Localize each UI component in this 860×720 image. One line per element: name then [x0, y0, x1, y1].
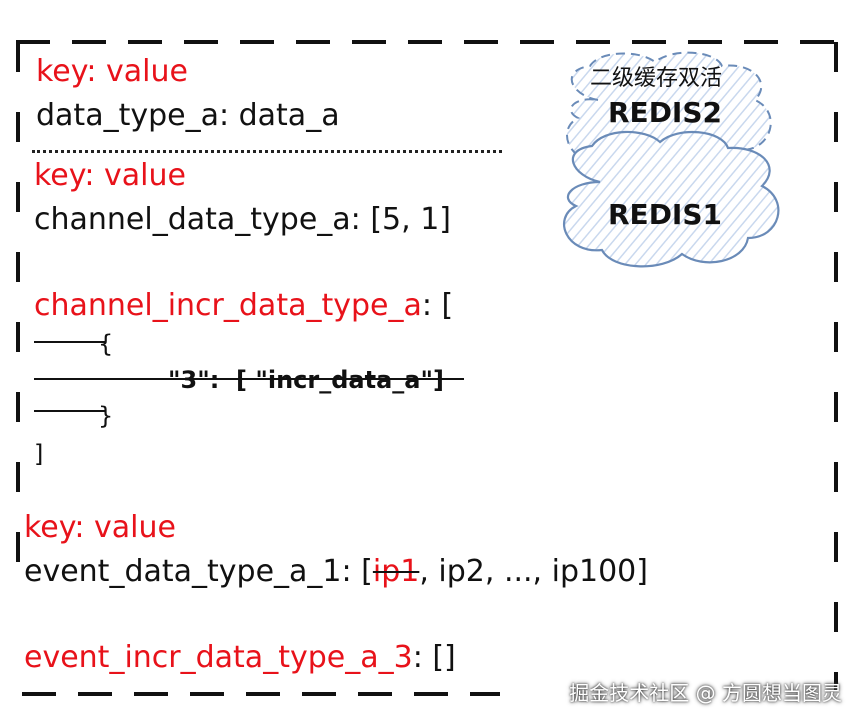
- block4-header: key: value: [24, 510, 176, 545]
- block1-header: key: value: [36, 54, 188, 89]
- dotted-separator: [32, 150, 502, 153]
- block3-close-brace: }: [98, 402, 114, 430]
- block3-key: channel_incr_data_type_a: [34, 288, 422, 323]
- cloud-redis1: [563, 130, 780, 268]
- indent-stroke-1: [34, 341, 106, 343]
- block2-header: key: value: [34, 158, 186, 193]
- cloud-caption: 二级缓存双活: [590, 66, 723, 91]
- block5-suffix: : []: [412, 640, 456, 675]
- block3-close-bracket: ]: [34, 440, 44, 468]
- block3-line: channel_incr_data_type_a: [: [34, 288, 453, 323]
- block4-struck-item: ip1: [372, 554, 420, 589]
- block1-entry: data_type_a: data_a: [36, 98, 340, 133]
- watermark: 掘金技术社区 @ 方圆想当图灵: [569, 681, 842, 705]
- block3-inner-key: "3":: [168, 366, 220, 394]
- block3-open-brace: {: [98, 330, 114, 358]
- indent-stroke-3: [34, 410, 106, 412]
- block4-entry-prefix: event_data_type_a_1: [: [24, 554, 373, 589]
- cloud-label-redis2: REDIS2: [608, 96, 722, 129]
- block3-inner: "3": [ "incr_data_a"]: [168, 366, 444, 394]
- cloud-label-redis1: REDIS1: [608, 198, 722, 231]
- block4-entry: event_data_type_a_1: [ip1, ip2, ..., ip1…: [24, 554, 648, 589]
- indent-stroke-2: [34, 378, 464, 380]
- block5-key: event_incr_data_type_a_3: [24, 640, 413, 675]
- block2-entry: channel_data_type_a: [5, 1]: [34, 202, 451, 237]
- block4-entry-suffix: , ip2, ..., ip100]: [419, 554, 648, 589]
- block3-suffix: : [: [421, 288, 454, 323]
- block3-inner-value: [ "incr_data_a"]: [236, 366, 444, 394]
- block5-line: event_incr_data_type_a_3: []: [24, 640, 456, 675]
